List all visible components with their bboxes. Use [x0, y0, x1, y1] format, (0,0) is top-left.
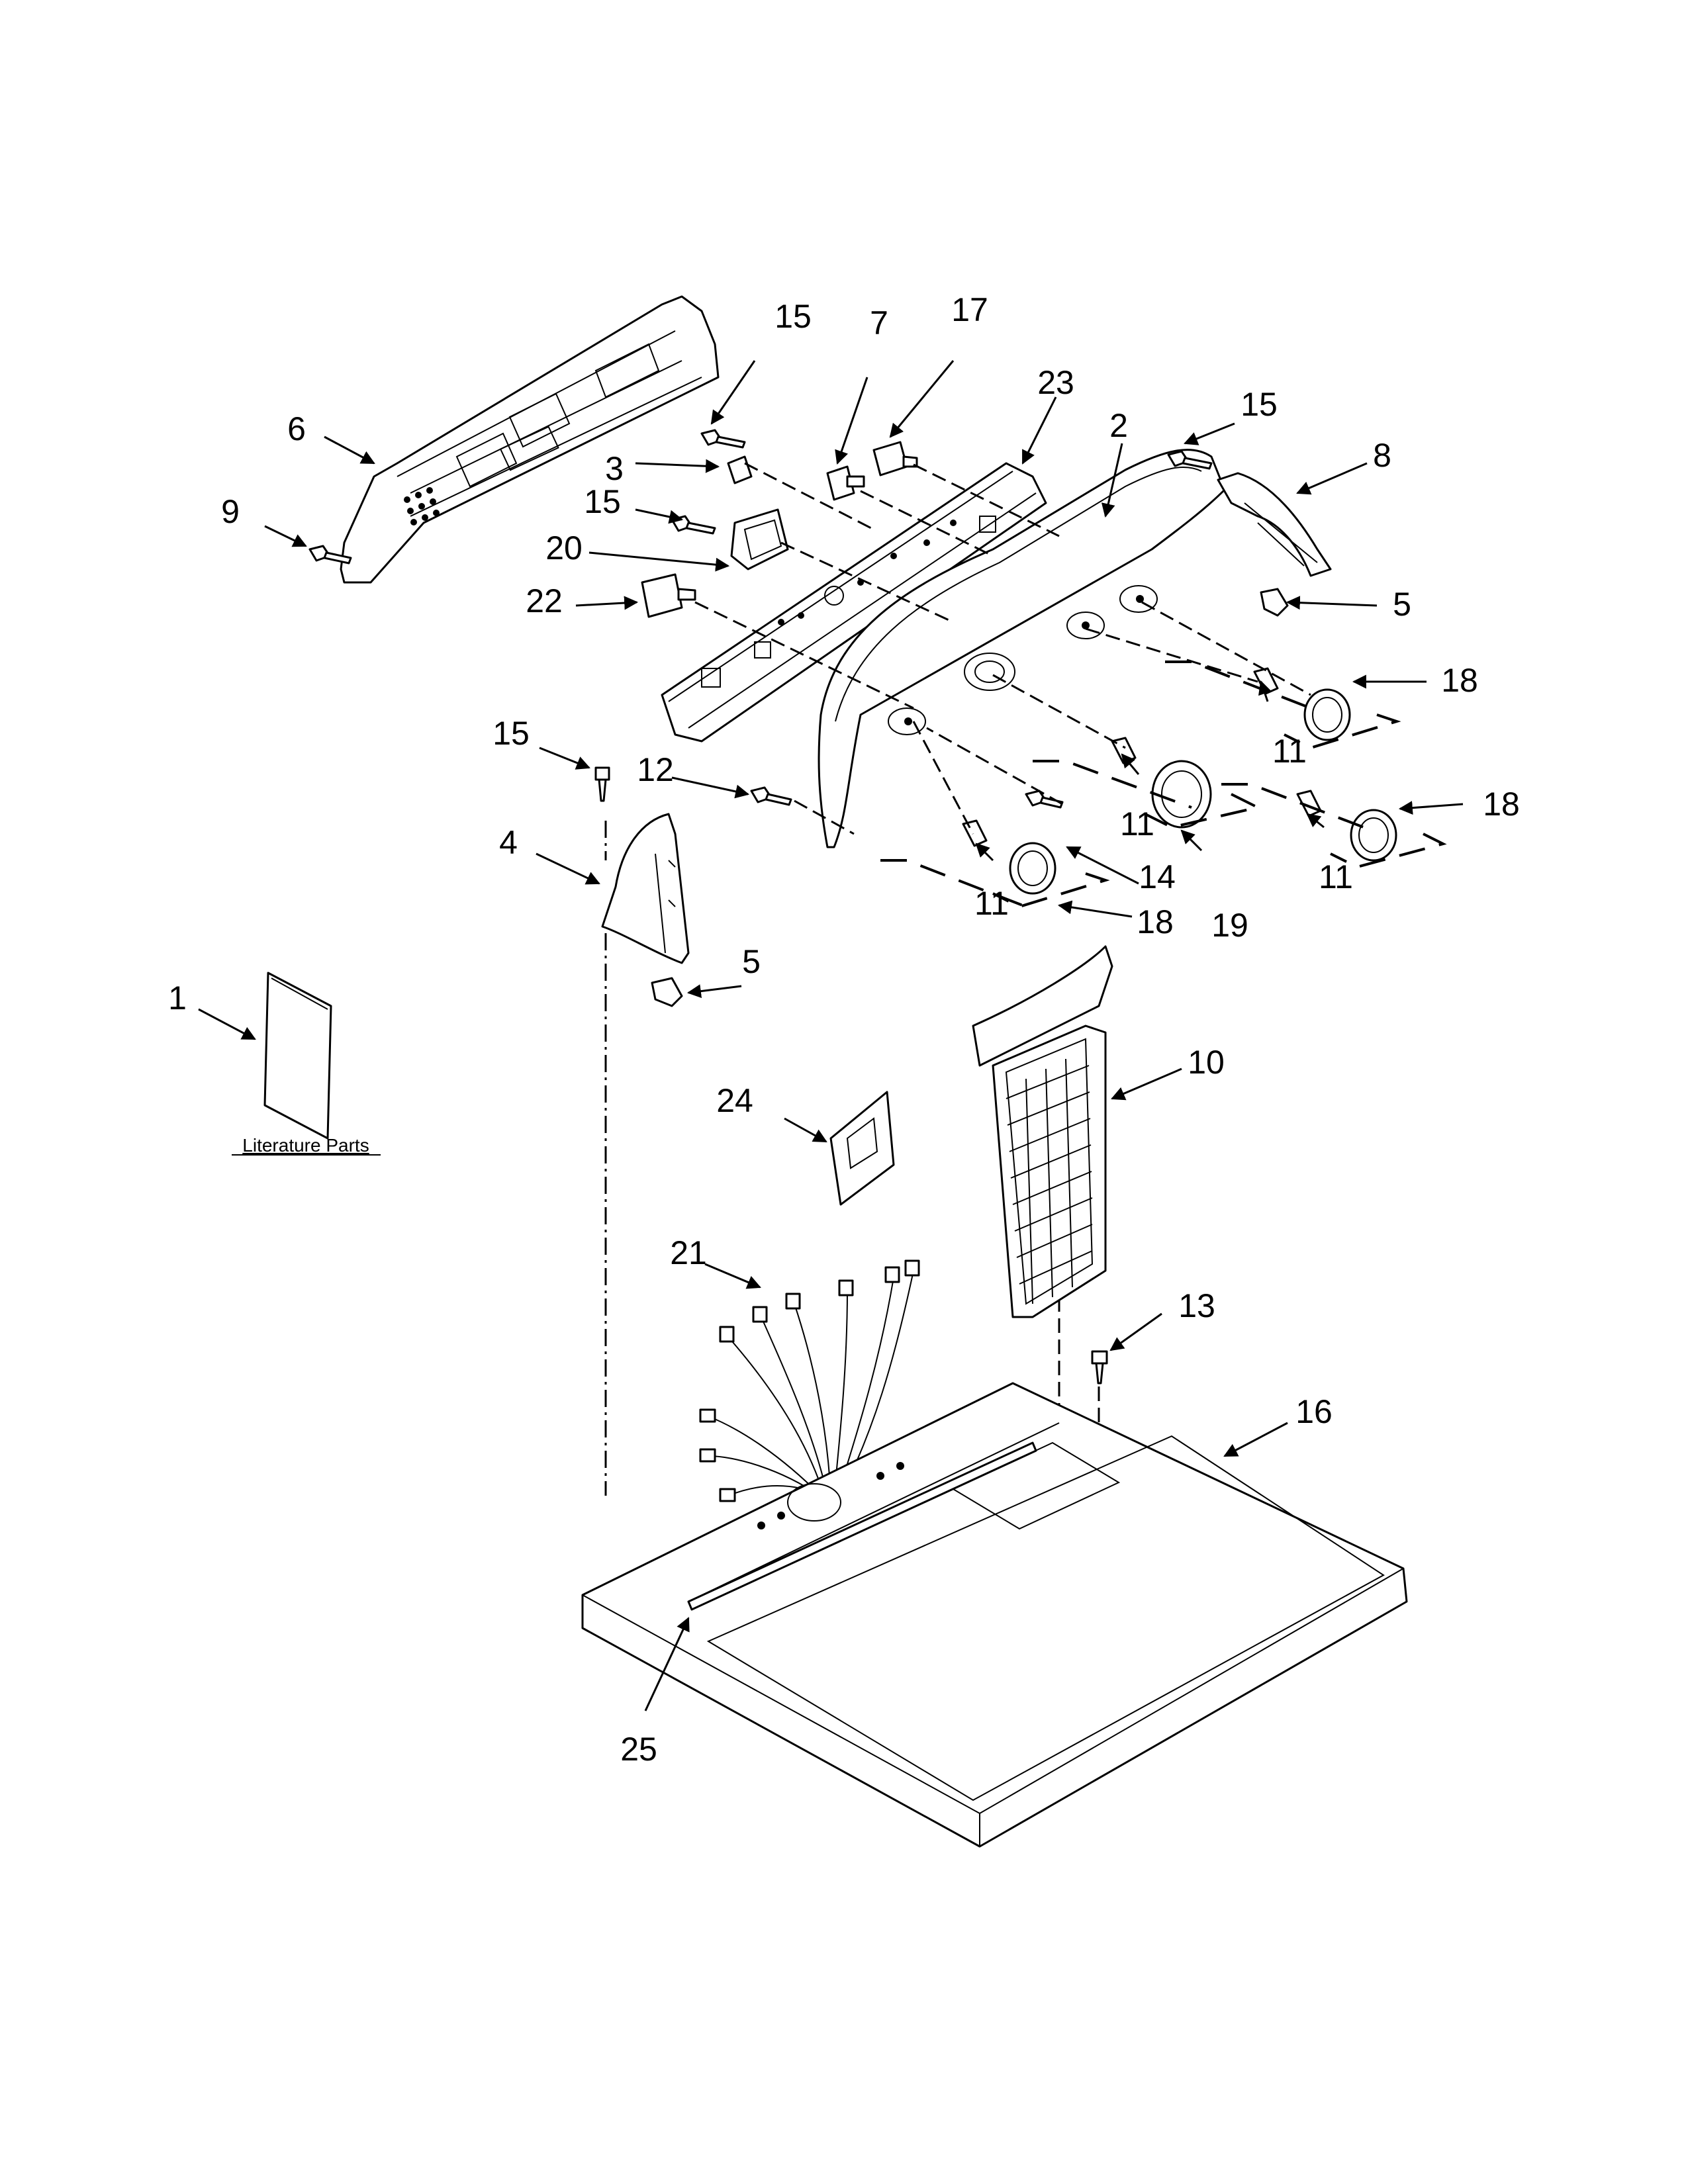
callout-17: 17 — [951, 291, 988, 328]
callout-11-a: 11 — [1272, 733, 1307, 770]
callout-23: 23 — [1037, 364, 1074, 401]
part-6-console-back-panel — [340, 295, 720, 584]
callout-11-d: 11 — [974, 885, 1009, 922]
part-2-console — [818, 449, 1226, 848]
part-24-control-board — [829, 1091, 895, 1206]
callout-16: 16 — [1295, 1393, 1333, 1430]
callout-5-right: 5 — [1393, 586, 1411, 623]
callout-24: 24 — [716, 1082, 753, 1119]
callout-13: 13 — [1178, 1287, 1215, 1324]
part-11-insert-d — [962, 819, 988, 847]
part-23-control-bracket — [661, 462, 1047, 743]
part-4-left-end-cap — [601, 813, 690, 964]
part-18-knob-a — [1303, 688, 1351, 741]
part-15-screw-d — [594, 766, 610, 802]
part-15-screw-a — [700, 429, 746, 449]
callout-11-b: 11 — [1120, 805, 1154, 842]
callout-15-left: 15 — [492, 715, 530, 752]
part-5-clip-a — [1260, 588, 1289, 617]
part-13-screw — [1091, 1350, 1108, 1385]
part-9-screw — [308, 545, 352, 565]
callout-18-b: 18 — [1483, 786, 1520, 823]
part-1-literature — [263, 972, 332, 1140]
literature-parts-caption: Literature Parts — [242, 1135, 369, 1156]
part-21-wire-harness — [699, 1259, 920, 1502]
part-7-switch — [826, 465, 865, 501]
callout-1: 1 — [168, 979, 187, 1017]
callout-15-right: 15 — [1241, 386, 1278, 423]
callout-18-a: 18 — [1441, 662, 1478, 699]
callout-9: 9 — [221, 493, 240, 530]
console-knob-holes — [888, 585, 1158, 735]
assembly-lines — [604, 462, 1311, 1496]
part-8-right-end-cap — [1217, 472, 1332, 577]
callout-10: 10 — [1188, 1044, 1225, 1081]
part-15-screw-c — [1167, 450, 1213, 470]
callout-6: 6 — [287, 410, 306, 447]
callout-22: 22 — [526, 582, 563, 619]
part-20-timer — [730, 508, 789, 570]
knob-group-brackets — [880, 660, 1447, 909]
part-15-screw-b — [671, 515, 716, 535]
part-14-screw — [1025, 790, 1064, 809]
callout-2: 2 — [1109, 407, 1128, 444]
callout-leaders — [198, 360, 1464, 1711]
callout-labels: 6 9 15 7 17 23 2 15 8 3 15 20 22 5 18 11… — [168, 291, 1520, 1768]
callout-18-c: 18 — [1137, 903, 1174, 940]
callout-3: 3 — [605, 450, 624, 487]
callout-21: 21 — [670, 1234, 707, 1271]
callout-4: 4 — [499, 824, 518, 861]
part-22-switch — [641, 573, 696, 618]
callout-15-top: 15 — [774, 298, 812, 335]
callout-14: 14 — [1139, 858, 1176, 895]
callout-11-c: 11 — [1319, 858, 1353, 895]
callout-19: 19 — [1211, 907, 1248, 944]
callout-20: 20 — [545, 529, 583, 567]
part-25-strip — [687, 1441, 1037, 1611]
part-3-clip — [727, 455, 753, 484]
callout-15-mid: 15 — [584, 483, 621, 520]
part-19-knob — [1151, 760, 1212, 829]
part-17-switch — [872, 441, 918, 477]
part-12-screw — [750, 786, 792, 806]
part-16-top-panel — [581, 1382, 1408, 1848]
part-10-lint-screen — [972, 945, 1113, 1318]
callout-5-left: 5 — [742, 943, 761, 980]
panel-6-vent-grid — [404, 487, 440, 525]
callout-7: 7 — [870, 304, 888, 341]
part-18-knob-b — [1350, 809, 1397, 862]
callout-25: 25 — [620, 1731, 657, 1768]
callout-8: 8 — [1373, 437, 1391, 474]
part-5-clip-b — [651, 977, 683, 1007]
callout-12: 12 — [637, 751, 674, 788]
part-18-knob-c — [1009, 842, 1056, 895]
